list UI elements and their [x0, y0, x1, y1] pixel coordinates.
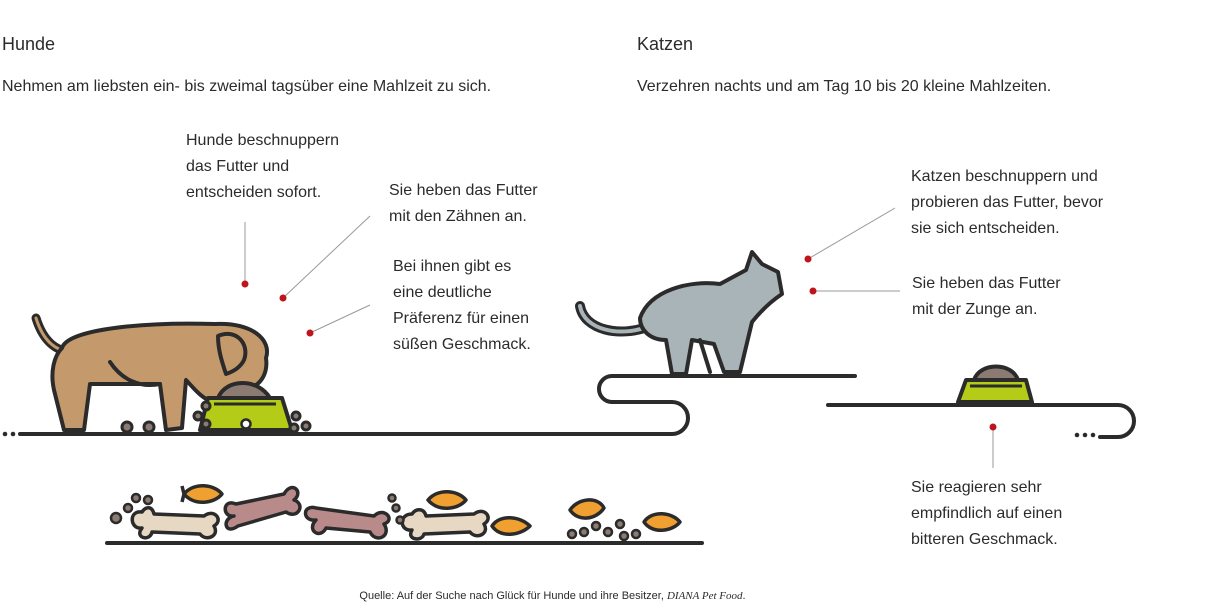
dogs-heading: Hunde [2, 34, 56, 54]
source-citation: Quelle: Auf der Suche nach Glück für Hun… [0, 589, 1105, 603]
cats-callout-tongue: Sie heben das Futter mit der Zunge an. [912, 275, 1061, 318]
dog-bowl [198, 381, 294, 432]
dogs-intro: Nehmen am liebsten ein- bis zweimal tags… [2, 78, 492, 95]
cat-bowl [956, 364, 1034, 404]
ellipsis-right [1074, 432, 1096, 438]
ellipsis-left [2, 431, 16, 437]
dogs-callout-sniff: Hunde beschnuppern das Futter und entsch… [186, 132, 340, 201]
cats-intro: Verzehren nachts und am Tag 10 bis 20 kl… [637, 78, 1052, 95]
dog-kibble [120, 400, 312, 434]
cat-illustration [575, 250, 784, 376]
bone-pink [223, 485, 391, 540]
ground-lines [18, 374, 1136, 545]
fish-treats [180, 484, 682, 536]
cats-heading: Katzen [637, 34, 694, 54]
callout-dots [241, 255, 997, 431]
source-publisher: DIANA Pet Food [666, 590, 743, 602]
cats-callout-sniff: Katzen beschnuppern und probieren das Fu… [911, 168, 1104, 237]
dogs-callout-teeth: Sie heben das Futter mit den Zähnen an. [389, 182, 538, 225]
dogs-callout-sweet: Bei ihnen gibt es eine deutliche Präfere… [393, 258, 531, 353]
bone-cream [130, 506, 490, 541]
dog-illustration [31, 313, 270, 432]
source-end: . [742, 590, 746, 602]
cats-callout-bitter: Sie reagieren sehr empfindlich auf einen… [911, 479, 1063, 548]
source-text: Quelle: Auf der Suche nach Glück für Hun… [359, 590, 667, 602]
kibble-clusters [109, 492, 642, 542]
callout-leaders [244, 207, 994, 468]
